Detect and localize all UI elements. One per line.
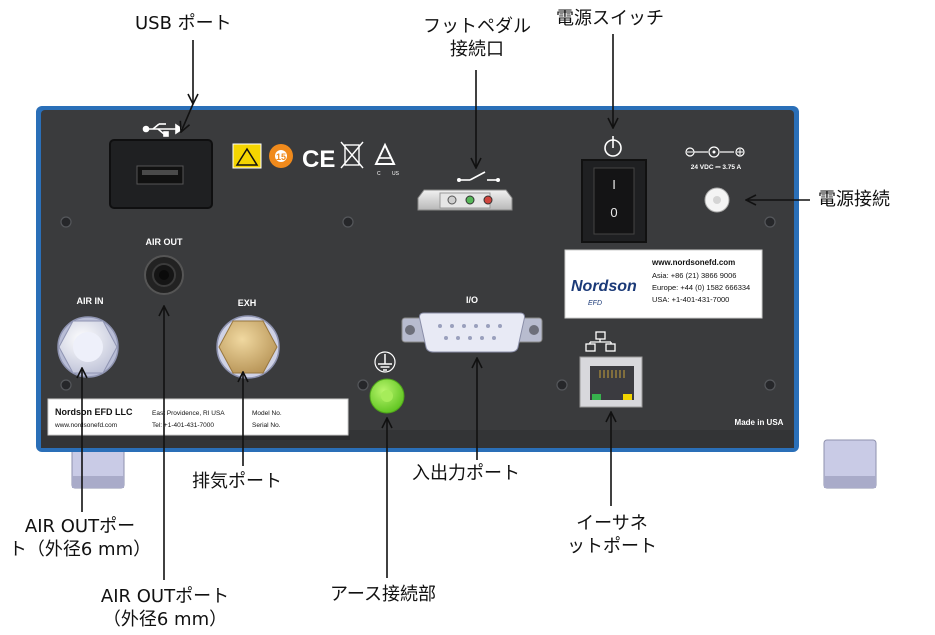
label-foot-pedal-line1: フットペダル	[423, 16, 531, 37]
label-air-in-line2: ト（外径6 mm）	[8, 539, 152, 560]
serial-serial: Serial No.	[252, 422, 281, 429]
usb-port	[109, 139, 213, 209]
foot-pedal-connector	[417, 171, 513, 211]
serial-tel: Tel: +1-401-431-7000	[152, 422, 214, 429]
serial-label	[47, 398, 349, 436]
switch-on-mark: I	[612, 177, 616, 192]
nordson-info-label	[564, 249, 763, 319]
label-power-connection: 電源接続	[818, 189, 890, 210]
panel-label-air-out: AIR OUT	[146, 237, 184, 247]
panel-label-air-in: AIR IN	[77, 296, 104, 306]
air-in-fitting	[57, 316, 119, 378]
serial-model: Model No.	[252, 410, 282, 417]
label-ground: アース接続部	[330, 584, 437, 605]
nordson-europe: Europe: +44 (0) 1582 666334	[652, 283, 750, 292]
io-pins	[438, 324, 502, 340]
exhaust-fitting	[216, 315, 280, 379]
label-air-out-line1: AIR OUTポート	[100, 586, 230, 607]
label-usb-port: USB ポート	[135, 13, 232, 34]
nordson-usa: USA: +1-401-431-7000	[652, 295, 729, 304]
usb-icon	[142, 123, 184, 137]
svg-text:C: C	[377, 171, 381, 177]
callout-arrows	[82, 34, 810, 580]
label-foot-pedal: フットペダル 接続口	[412, 15, 542, 61]
switch-off-mark: 0	[610, 205, 617, 220]
label-ethernet-line2: ットポート	[567, 536, 657, 557]
arrow-usb-tail	[181, 103, 194, 132]
ground-connector	[369, 351, 405, 414]
label-ethernet-line1: イーサネ	[576, 513, 648, 534]
nordson-website: www.nordsonefd.com	[651, 258, 735, 267]
label-air-in-port: AIR OUTポー ト（外径6 mm）	[0, 515, 160, 561]
nordson-logo: Nordson	[571, 278, 637, 295]
power-switch	[581, 136, 647, 243]
panel-label-exh: EXH	[238, 298, 257, 308]
label-exhaust-port: 排気ポート	[192, 471, 282, 492]
serial-website: www.nordsonefd.com	[54, 422, 117, 429]
label-ethernet-port: イーサネ ットポート	[556, 512, 668, 558]
label-air-out-line2: （外径6 mm）	[102, 609, 228, 630]
certification-marks: 15 CE C US	[232, 141, 400, 177]
panel-label-io: I/O	[466, 295, 478, 305]
nordson-asia: Asia: +86 (21) 3866 9006	[652, 271, 736, 280]
svg-text:CE: CE	[302, 146, 335, 173]
power-jack	[685, 146, 745, 213]
serial-address: East Providence, RI USA	[152, 410, 225, 417]
air-out-fitting	[144, 255, 184, 295]
svg-text:US: US	[392, 171, 400, 177]
label-power-switch: 電源スイッチ	[556, 8, 664, 29]
serial-company: Nordson EFD LLC	[55, 407, 133, 417]
power-rating: 24 VDC ⎓ 3.75 A	[691, 164, 742, 171]
ethernet-port	[579, 356, 643, 408]
svg-text:15: 15	[276, 152, 286, 162]
io-connector	[401, 312, 543, 353]
panel-screws	[60, 216, 776, 391]
ethernet-icon	[585, 331, 616, 352]
panel-label-made-in: Made in USA	[735, 418, 784, 427]
label-air-out-port: AIR OUTポート （外径6 mm）	[85, 585, 245, 631]
label-foot-pedal-line2: 接続口	[450, 39, 504, 60]
nordson-logo-sub: EFD	[588, 300, 602, 307]
label-air-in-line1: AIR OUTポー	[24, 516, 136, 537]
label-io-port: 入出力ポート	[412, 463, 520, 484]
